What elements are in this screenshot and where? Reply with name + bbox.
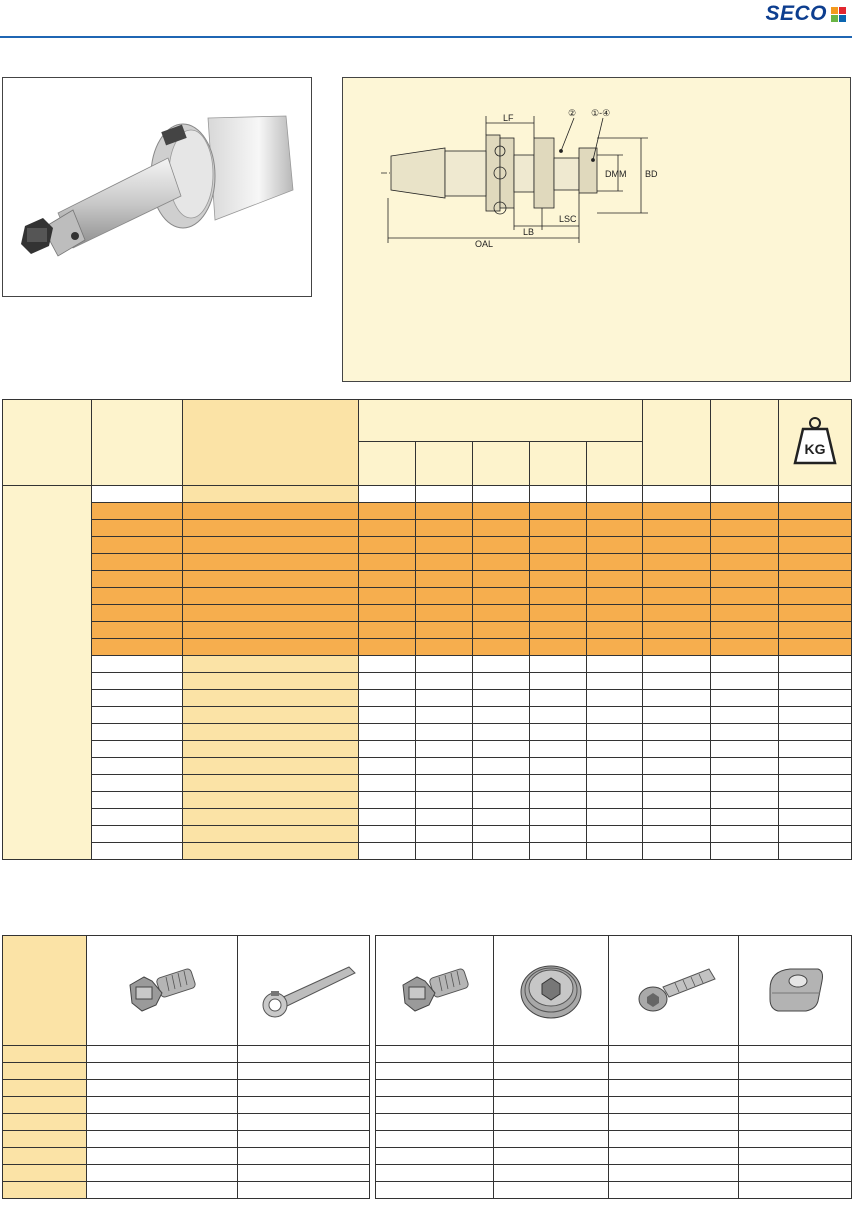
socket-head-screw-icon: [638, 968, 716, 1012]
table-row: [375, 1113, 852, 1131]
dim-bd: BD: [645, 169, 658, 179]
page-header: SECO: [0, 0, 852, 38]
parts-icon-cell: [608, 935, 739, 1046]
table-row: [375, 1164, 852, 1182]
header-cell: [2, 399, 92, 486]
header-cell: [642, 399, 712, 486]
parts-table-left: [2, 935, 370, 1199]
table-row: [3, 791, 852, 809]
table-row: [2, 1164, 370, 1182]
dim-lb: LB: [523, 227, 534, 237]
header-cell: [710, 399, 780, 486]
header-cell: [585, 441, 644, 486]
header-cell: [529, 441, 587, 486]
header-cell: [358, 441, 416, 486]
seco-logo: SECO: [765, 2, 846, 25]
table-row: [3, 536, 852, 554]
table-row: [3, 740, 852, 758]
logo-squares-icon: [831, 6, 846, 22]
header-cell: [415, 441, 473, 486]
table-row: [2, 1113, 370, 1131]
table-row: [375, 1079, 852, 1097]
dim-lsc: LSC: [559, 214, 577, 224]
threaded-plug-icon: [520, 965, 582, 1019]
clamp-block-icon: [769, 968, 823, 1012]
table-row: [3, 825, 852, 843]
table-row: [3, 570, 852, 588]
header-cell: [91, 399, 183, 486]
table-row: [375, 1147, 852, 1165]
side-cell: [2, 485, 92, 860]
table-row: [375, 1062, 852, 1080]
spec-table: KG: [2, 399, 852, 860]
table-row: [3, 757, 852, 775]
table-row: [3, 553, 852, 571]
table-row: [375, 1045, 852, 1063]
table-row: [3, 808, 852, 826]
header-cell: [472, 441, 530, 486]
table-row: [3, 502, 852, 520]
parts-icon-row: [2, 935, 370, 1046]
weight-icon-label: KG: [805, 441, 826, 457]
parts-icon-cell: [86, 935, 238, 1046]
header-group-cell: [357, 399, 644, 442]
table-row: [2, 485, 852, 860]
table-row: [2, 1096, 370, 1114]
logo-text: SECO: [765, 2, 827, 25]
dimension-drawing: LF ② ①-④ DMM BD LSC LB OAL: [381, 108, 658, 249]
spanner-wrench-icon: [262, 966, 356, 1018]
dim-item2: ②: [568, 108, 576, 118]
table-row: [3, 774, 852, 792]
weight-header: KG: [778, 399, 852, 486]
product-photo: [2, 77, 312, 297]
table-row: [2, 1147, 370, 1165]
table-row: [3, 842, 852, 860]
dim-oal: OAL: [475, 239, 493, 249]
table-row: [2, 1045, 370, 1063]
table-row: [3, 723, 852, 741]
table-row: [3, 672, 852, 690]
cross-key-screw-icon: [401, 968, 469, 1012]
table-row: [3, 655, 852, 673]
parts-table-right: [375, 935, 852, 1199]
table-row: [2, 1079, 370, 1097]
table-row: [3, 604, 852, 622]
parts-icon-row: [375, 935, 852, 1046]
table-row: [3, 587, 852, 605]
table-row: [375, 1130, 852, 1148]
dim-item14: ①-④: [591, 108, 610, 118]
header-cell: [182, 399, 359, 486]
table-row: [3, 706, 852, 724]
table-row: [375, 1181, 852, 1199]
table-row: [2, 1181, 370, 1199]
table-row: [2, 1062, 370, 1080]
dim-lf: LF: [503, 113, 514, 123]
table-row: [375, 1096, 852, 1114]
table-row: [3, 519, 852, 537]
parts-icon-cell: [738, 935, 852, 1046]
parts-label-cell: [2, 935, 87, 1046]
table-row: [3, 621, 852, 639]
table-row: [2, 1130, 370, 1148]
technical-drawing: LF ② ①-④ DMM BD LSC LB OAL: [342, 77, 851, 382]
table-row: [3, 689, 852, 707]
tool-holder-image: [21, 115, 294, 257]
table-row: [3, 638, 852, 656]
dim-dmm: DMM: [605, 169, 627, 179]
parts-icon-cell: [493, 935, 609, 1046]
parts-icon-cell: [237, 935, 370, 1046]
weight-icon: KG: [793, 417, 837, 465]
cross-key-screw-icon: [129, 968, 196, 1012]
parts-icon-cell: [375, 935, 494, 1046]
